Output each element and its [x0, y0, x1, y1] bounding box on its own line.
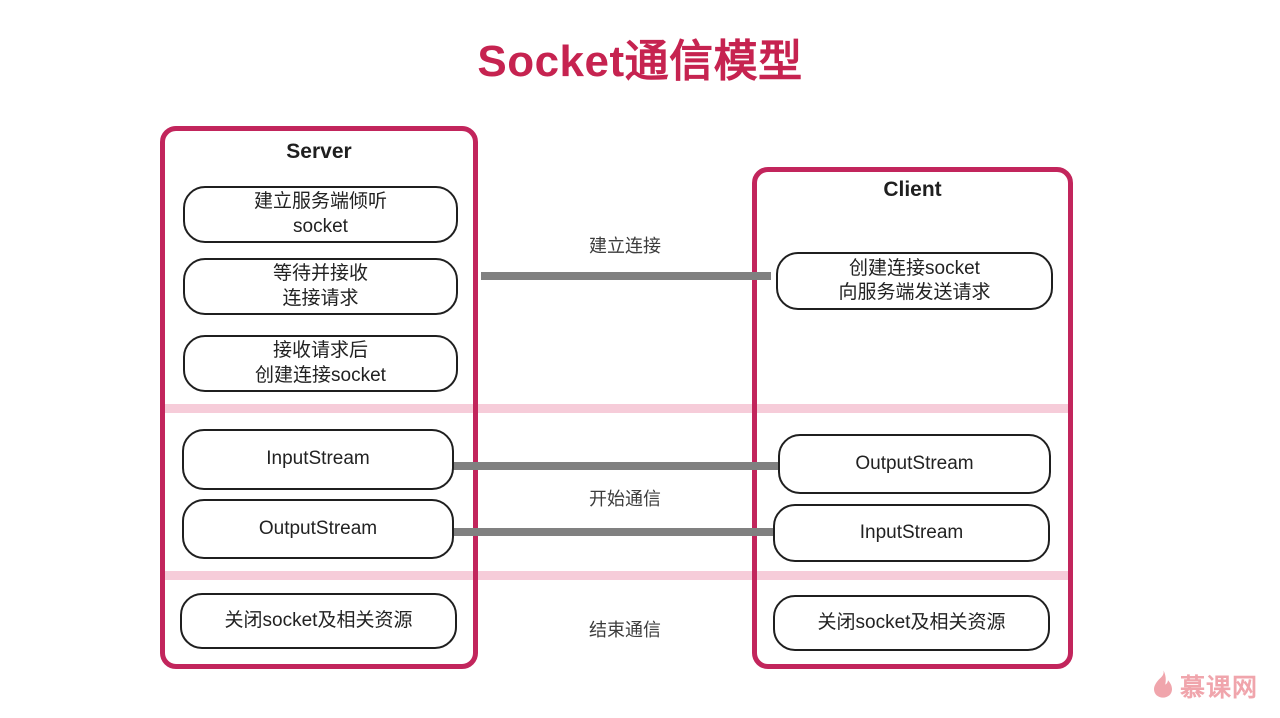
client-column — [752, 167, 1073, 669]
watermark-text: 慕课网 — [1179, 674, 1258, 702]
server-step-3-line1: InputStream — [266, 448, 370, 470]
connector-line-server-output-client-input — [450, 528, 780, 536]
client-step-0-line2: 向服务端发送请求 — [838, 282, 991, 303]
watermark: 慕课网 — [1152, 668, 1258, 704]
server-step-output-stream: OutputStream — [182, 499, 454, 559]
client-step-3-line1: 关闭socket及相关资源 — [817, 611, 1006, 633]
client-step-input-stream: InputStream — [773, 504, 1050, 562]
page-title: Socket通信模型 — [477, 37, 803, 86]
phase-divider-band-communicate-to-close — [160, 571, 1073, 580]
client-step-1-line1: OutputStream — [855, 452, 974, 474]
server-step-0-line1: 建立服务端倾听 — [253, 191, 387, 213]
server-step-4-line1: OutputStream — [258, 517, 378, 539]
server-step-create-listening-socket: 建立服务端倾听 socket — [183, 186, 458, 243]
client-step-2-line1: InputStream — [859, 521, 964, 543]
connector-line-establish-connection — [481, 272, 771, 280]
client-step-output-stream: OutputStream — [778, 434, 1051, 494]
connector-label-end-communication: 结束通信 — [589, 620, 661, 640]
flame-icon — [1152, 670, 1174, 702]
server-step-1-line2: 连接请求 — [282, 287, 359, 309]
server-step-2-line2: 创建连接socket — [255, 364, 386, 386]
connector-line-server-input-client-output — [450, 462, 784, 470]
server-step-2-line1: 接收请求后 — [272, 340, 368, 362]
server-step-create-connection-socket: 接收请求后 创建连接socket — [183, 335, 458, 392]
server-column-title: Server — [286, 140, 352, 163]
connector-label-start-communication: 开始通信 — [589, 489, 661, 509]
server-step-wait-accept-request: 等待并接收 连接请求 — [183, 258, 458, 315]
server-step-0-line2: socket — [293, 215, 348, 237]
server-step-input-stream: InputStream — [182, 429, 454, 490]
client-step-create-socket-send-request: 创建连接socket 向服务端发送请求 — [776, 252, 1053, 310]
server-step-close-socket: 关闭socket及相关资源 — [180, 593, 457, 649]
server-step-5-line1: 关闭socket及相关资源 — [224, 609, 413, 631]
phase-divider-band-connect-to-communicate — [160, 404, 1073, 413]
server-column — [160, 126, 478, 669]
server-step-1-line1: 等待并接收 — [272, 263, 368, 285]
connector-label-establish-connection: 建立连接 — [589, 236, 661, 256]
client-column-title: Client — [883, 178, 942, 201]
client-step-close-socket: 关闭socket及相关资源 — [773, 595, 1050, 651]
client-step-0-line1: 创建连接socket — [849, 257, 980, 279]
